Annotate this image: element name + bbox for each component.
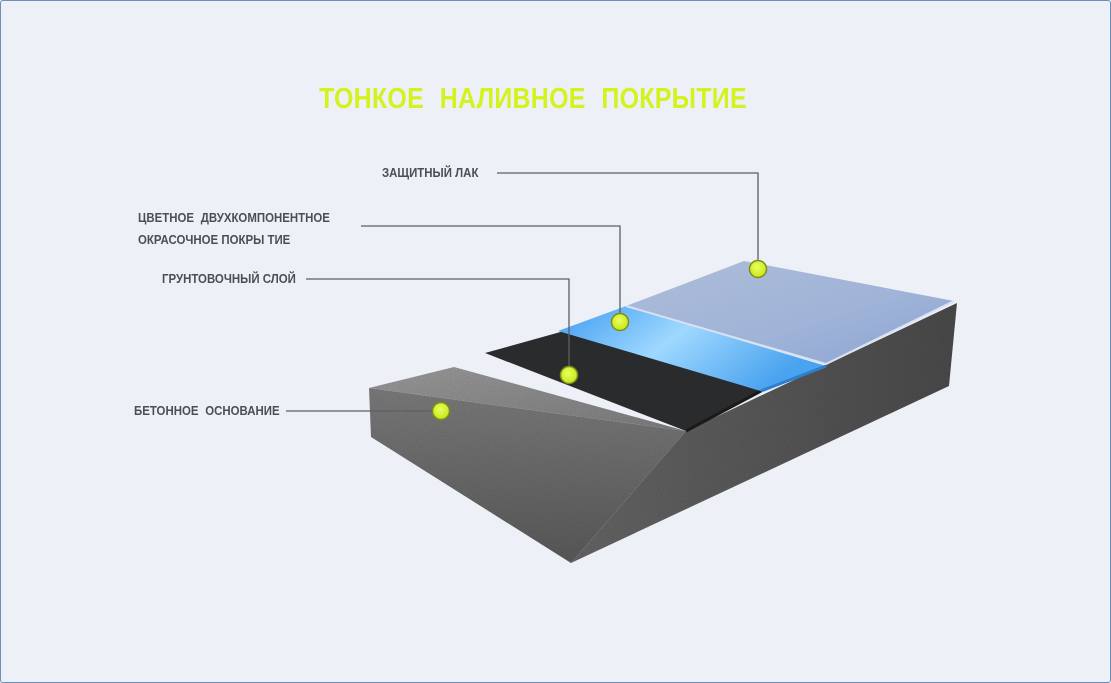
diagram-title: ТОНКОЕ НАЛИВНОЕ ПОКРЫТИЕ bbox=[319, 83, 747, 115]
marker-dot-paint bbox=[610, 312, 630, 332]
leader-line-primer bbox=[306, 278, 570, 375]
concrete-slab bbox=[369, 303, 957, 563]
lacquer-layer-edge bbox=[625, 300, 955, 366]
label-paint-line-2: ОКРАСОЧНОЕ ПОКРЫ ТИЕ bbox=[138, 232, 291, 247]
paint-layer-edge bbox=[760, 364, 827, 393]
label-primer: ГРУНТОВОЧНЫЙ СЛОЙ bbox=[162, 271, 296, 286]
label-lacquer: ЗАЩИТНЫЙ ЛАК bbox=[382, 165, 479, 180]
marker-dot-primer bbox=[559, 365, 579, 385]
lacquer-layer bbox=[626, 261, 954, 364]
leader-line-lacquer bbox=[497, 172, 759, 269]
concrete-side-face bbox=[571, 303, 957, 563]
marker-dot-lacquer bbox=[748, 259, 768, 279]
leader-line-paint bbox=[361, 225, 621, 322]
label-concrete: БЕТОННОЕ ОСНОВАНИЕ bbox=[134, 403, 280, 418]
primer-layer bbox=[485, 331, 761, 431]
concrete-top-face bbox=[369, 367, 686, 431]
marker-dot-concrete bbox=[431, 401, 451, 421]
primer-layer-edge bbox=[685, 389, 762, 433]
label-paint-line-1: ЦВЕТНОЕ ДВУХКОМПОНЕНТНОЕ bbox=[138, 210, 330, 225]
concrete-front-face bbox=[369, 388, 686, 563]
